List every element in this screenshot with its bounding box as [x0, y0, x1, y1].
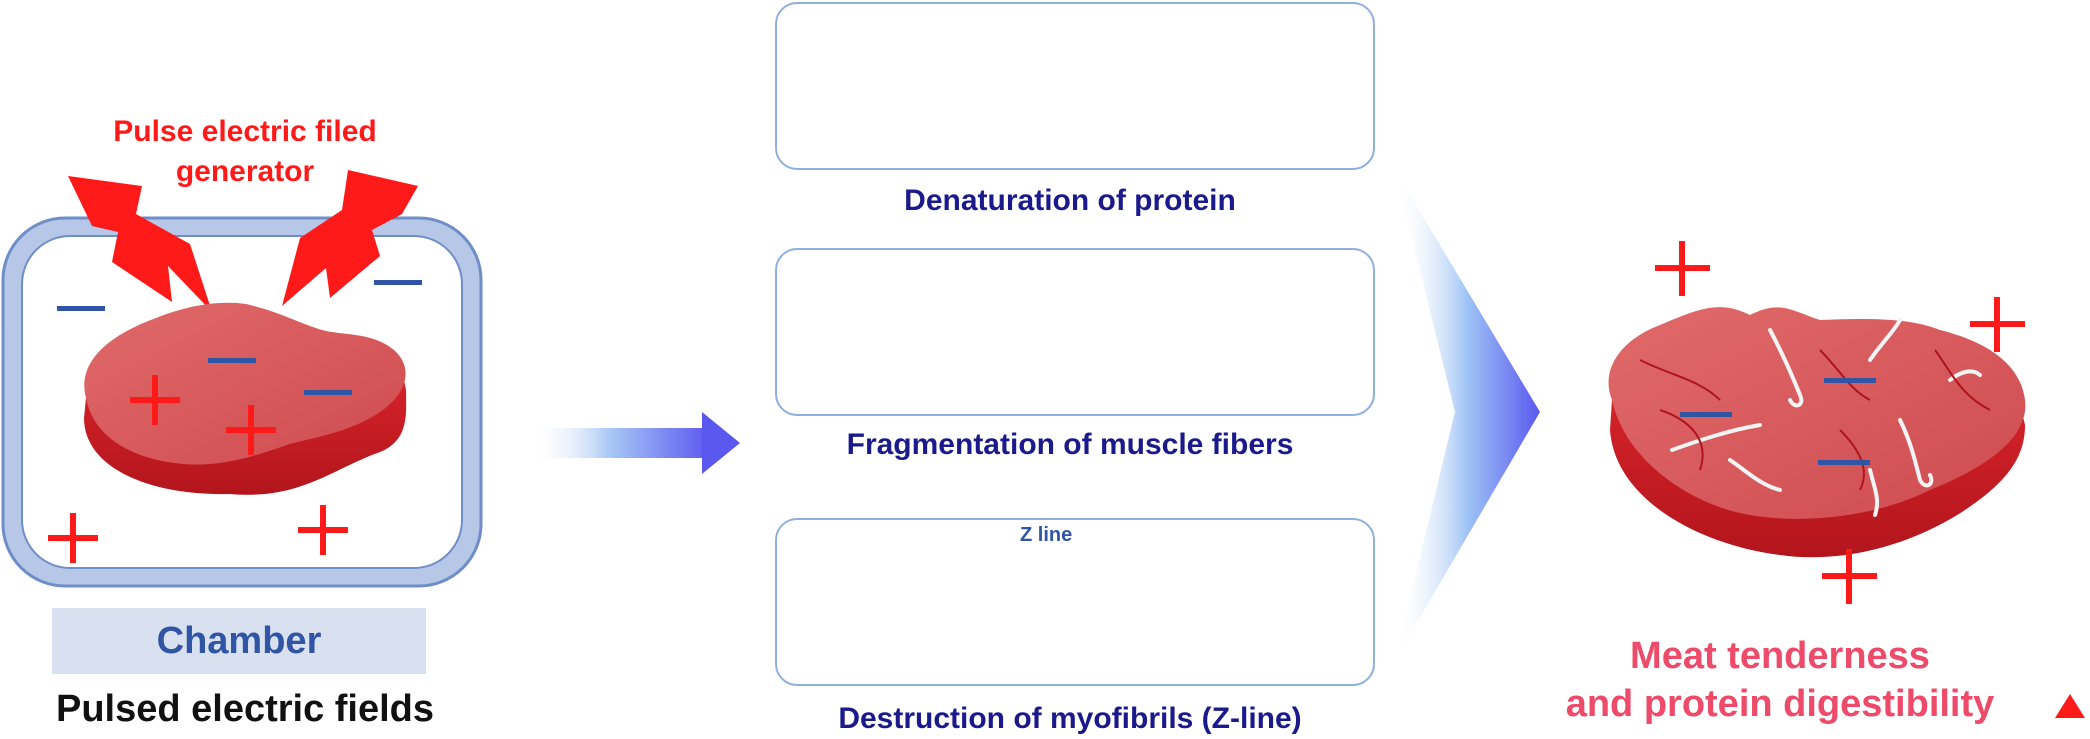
generator-label-line1: Pulse electric filed: [113, 115, 377, 148]
result-charges: [1655, 241, 2025, 604]
negative-charge-icon: [57, 306, 105, 311]
positive-charge-icon: [48, 513, 98, 563]
negative-charge-icon: [1680, 412, 1732, 417]
negative-charge-icon: [1818, 460, 1870, 465]
raw-meat-icon: [84, 302, 407, 495]
generator-label: Pulse electric filed generator: [60, 112, 430, 192]
panel-label-zline: Destruction of myofibrils (Z-line): [838, 702, 1302, 735]
panel-fragmentation: [775, 248, 1375, 416]
positive-charge-icon: [298, 505, 348, 555]
negative-charge-icon: [1824, 378, 1876, 383]
result-label-line1: Meat tenderness: [1630, 635, 1930, 677]
tender-meat-icon: [1608, 307, 2026, 558]
lightning-bolt-left-icon: [68, 176, 212, 312]
chamber-charges: [48, 280, 422, 563]
negative-charge-icon: [304, 390, 352, 395]
negative-charge-icon: [374, 280, 422, 285]
process-arrow-right: [530, 412, 740, 474]
chamber-label: Chamber: [156, 619, 322, 662]
positive-charge-icon: [130, 375, 180, 425]
panel-denaturation: [775, 2, 1375, 170]
increase-triangle-icon: [2055, 694, 2085, 718]
positive-charge-icon: [1970, 297, 2025, 352]
positive-charge-icon: [1655, 241, 1710, 296]
z-line-annotation: Z line: [1020, 524, 1073, 546]
positive-charge-icon: [1822, 549, 1877, 604]
generator-label-line2: generator: [175, 155, 315, 188]
panel-label-denaturation: Denaturation of protein: [904, 184, 1236, 217]
result-arrow: [1395, 170, 1540, 660]
panel-zline: [775, 518, 1375, 686]
pulsed-electric-fields-title: Pulsed electric fields: [55, 688, 435, 730]
lightning-bolt-right-icon: [282, 170, 418, 306]
panel-label-fragmentation: Fragmentation of muscle fibers: [846, 428, 1294, 461]
negative-charge-icon: [208, 358, 256, 363]
result-label: Meat tenderness and protein digestibilit…: [1520, 632, 2040, 728]
chamber-label-box: Chamber: [52, 608, 426, 674]
result-label-line2: and protein digestibility: [1565, 683, 1995, 725]
positive-charge-icon: [226, 405, 276, 455]
